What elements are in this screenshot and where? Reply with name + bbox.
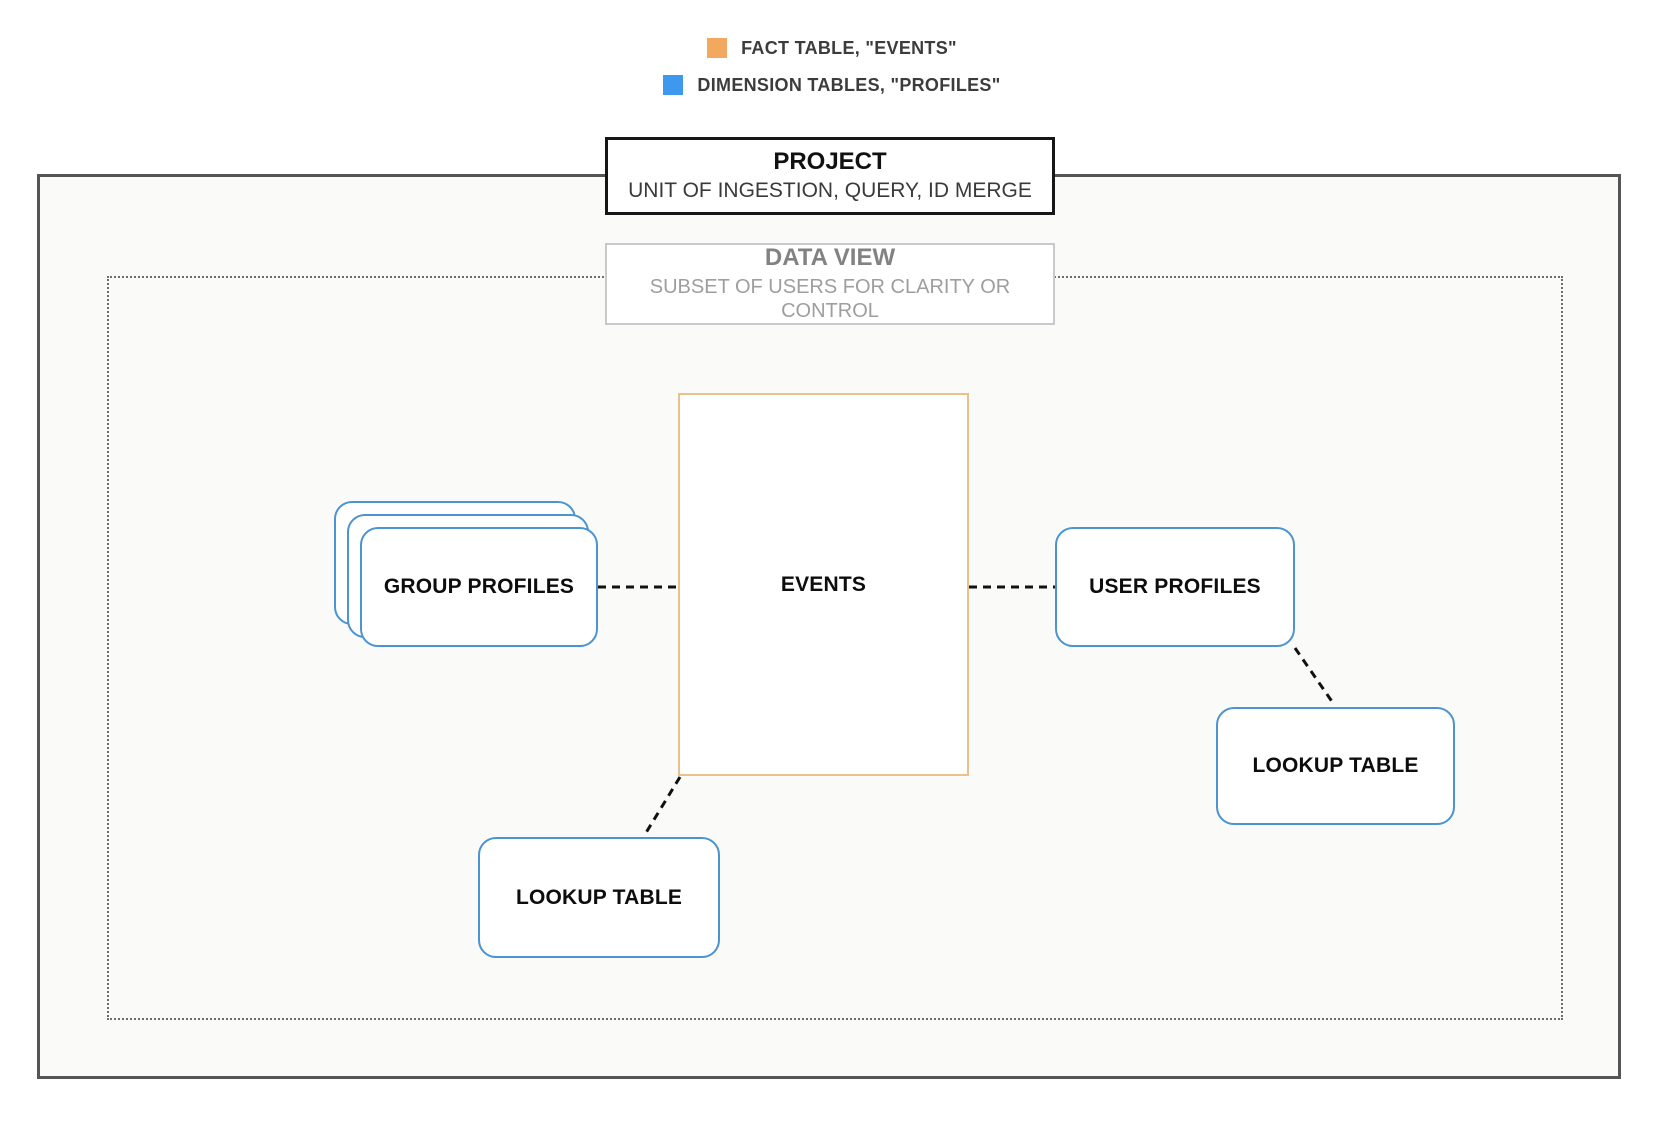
legend-item-fact: FACT TABLE, "EVENTS" bbox=[707, 36, 957, 60]
legend-item-dimension: DIMENSION TABLES, "PROFILES" bbox=[663, 73, 1000, 97]
node-user-profiles: USER PROFILES bbox=[1055, 527, 1295, 647]
node-events-label: EVENTS bbox=[780, 572, 867, 596]
node-group-profiles: GROUP PROFILES bbox=[360, 527, 598, 647]
legend-label-dimension: DIMENSION TABLES, "PROFILES" bbox=[697, 75, 1001, 95]
node-user-profiles-label: USER PROFILES bbox=[1089, 575, 1261, 598]
node-lookup-table-bottom-label: LOOKUP TABLE bbox=[515, 885, 683, 909]
dimension-color-swatch bbox=[663, 75, 684, 95]
project-title: PROJECT bbox=[773, 148, 887, 175]
legend: FACT TABLE, "EVENTS" DIMENSION TABLES, "… bbox=[0, 36, 1664, 97]
node-group-profiles-label: GROUP PROFILES bbox=[383, 575, 575, 598]
node-lookup-table-right: LOOKUP TABLE bbox=[1216, 707, 1455, 825]
project-subtitle: UNIT OF INGESTION, QUERY, ID MERGE bbox=[628, 179, 1032, 202]
node-lookup-table-right-label: LOOKUP TABLE bbox=[1252, 754, 1419, 777]
project-box: PROJECT UNIT OF INGESTION, QUERY, ID MER… bbox=[605, 137, 1055, 215]
data-view-box: DATA VIEW SUBSET OF USERS FOR CLARITY OR… bbox=[605, 243, 1055, 325]
node-events: EVENTS bbox=[678, 393, 969, 776]
legend-label-fact: FACT TABLE, "EVENTS" bbox=[741, 38, 957, 58]
node-lookup-table-bottom: LOOKUP TABLE bbox=[478, 837, 720, 958]
data-view-subtitle: SUBSET OF USERS FOR CLARITY OR CONTROL bbox=[649, 276, 1011, 322]
data-view-title: DATA VIEW bbox=[764, 244, 896, 271]
fact-color-swatch bbox=[707, 38, 728, 58]
